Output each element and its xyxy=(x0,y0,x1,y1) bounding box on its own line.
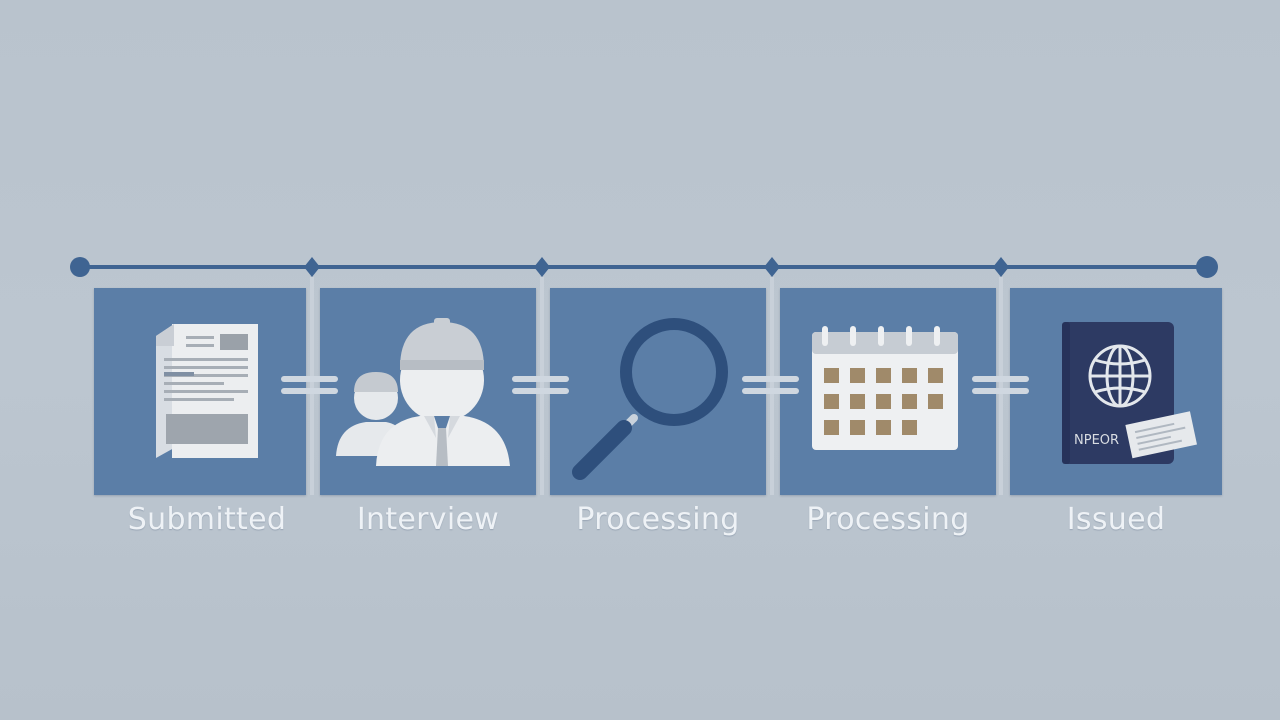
timeline-end-dot xyxy=(1196,256,1218,278)
step-card-issued: NPEOR xyxy=(1010,288,1222,495)
step-card-processing-2 xyxy=(780,288,996,495)
connector-3 xyxy=(742,372,799,398)
people-icon xyxy=(336,318,510,466)
step-label-processing-1: Processing xyxy=(576,502,740,537)
connector-1 xyxy=(281,372,338,398)
timeline-marker-1 xyxy=(304,257,320,277)
passport-text: NPEOR xyxy=(1074,433,1119,448)
magnifier-icon xyxy=(572,318,728,480)
step-label-submitted: Submitted xyxy=(127,502,287,537)
step-label-issued: Issued xyxy=(1066,502,1166,537)
step-card-interview xyxy=(320,288,536,495)
timeline-marker-4 xyxy=(993,257,1009,277)
connector-2 xyxy=(512,372,569,398)
timeline-marker-2 xyxy=(534,257,550,277)
passport-icon: NPEOR xyxy=(1062,322,1197,464)
step-label-interview: Interview xyxy=(356,502,500,537)
step-card-submitted xyxy=(94,288,306,495)
timeline-start-dot xyxy=(70,257,90,277)
timeline-marker-3 xyxy=(764,257,780,277)
step-label-processing-2: Processing xyxy=(806,502,970,537)
document-icon xyxy=(156,324,258,458)
connector-4 xyxy=(972,372,1029,398)
step-card-processing-1 xyxy=(550,288,766,495)
calendar-icon xyxy=(812,326,958,450)
